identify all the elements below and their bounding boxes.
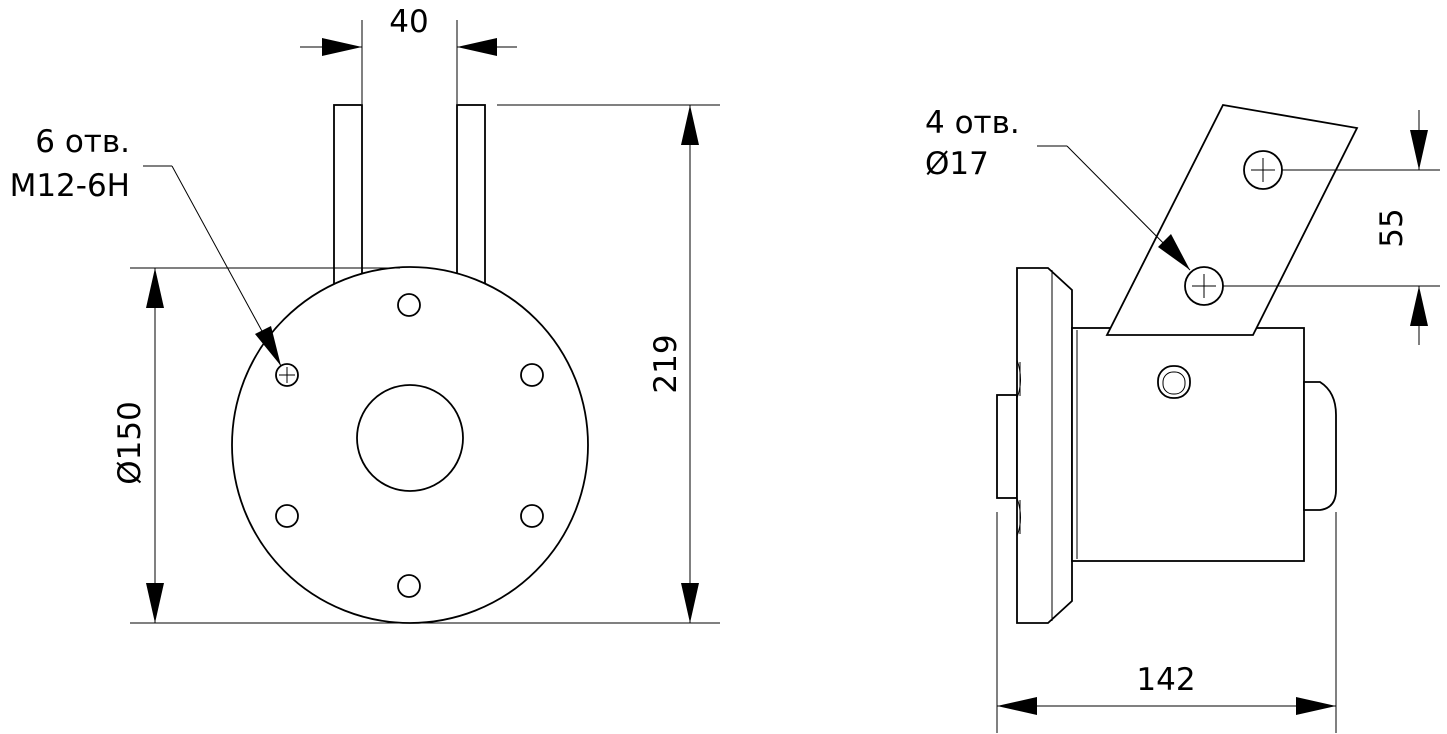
bolt-hole [397, 293, 421, 317]
dim-hole-spacing: 55 [1223, 110, 1440, 345]
flange-disc [1016, 267, 1073, 624]
dim-tube-spacing: 40 [300, 4, 517, 104]
dim-label-total-height: 219 [648, 334, 684, 393]
leader-threaded-holes: 6 отв. M12-6H [10, 124, 282, 367]
bolt-hole [275, 504, 299, 528]
dim-flange-diameter: Ø150 [112, 267, 400, 623]
bolt-hole [520, 363, 544, 387]
dim-total-height: 219 [130, 104, 720, 624]
left-tube [333, 104, 363, 286]
dim-label-hole-spacing: 55 [1374, 208, 1410, 247]
dim-label-tube-spacing: 40 [389, 4, 428, 40]
housing-body [1071, 327, 1305, 562]
center-bore [356, 384, 464, 492]
note-hole-diameter: Ø17 [925, 146, 989, 182]
dim-total-length: 142 [996, 512, 1337, 733]
note-hole-count-side: 4 отв. [925, 105, 1020, 141]
end-cap [1303, 381, 1337, 511]
dim-label-total-length: 142 [1136, 662, 1195, 698]
mounting-plate [1105, 104, 1359, 336]
bolt-hole [520, 504, 544, 528]
stub [996, 394, 1018, 499]
note-thread-size: M12-6H [10, 168, 130, 204]
threaded-hole-marked [275, 363, 299, 387]
side-view: 55 142 4 отв. Ø17 [925, 104, 1440, 733]
top-bolt [1157, 365, 1191, 399]
bolt-hole [397, 574, 421, 598]
dim-label-flange-diameter: Ø150 [112, 401, 148, 485]
note-hole-count-front: 6 отв. [35, 124, 130, 160]
flange-circle [231, 266, 589, 624]
outlet-tubes [333, 104, 486, 286]
bolt-holes [275, 293, 544, 598]
right-tube [456, 104, 486, 286]
leader-plate-holes: 4 отв. Ø17 [925, 105, 1191, 271]
front-view: 40 219 Ø150 6 отв. M12-6H [10, 4, 720, 624]
